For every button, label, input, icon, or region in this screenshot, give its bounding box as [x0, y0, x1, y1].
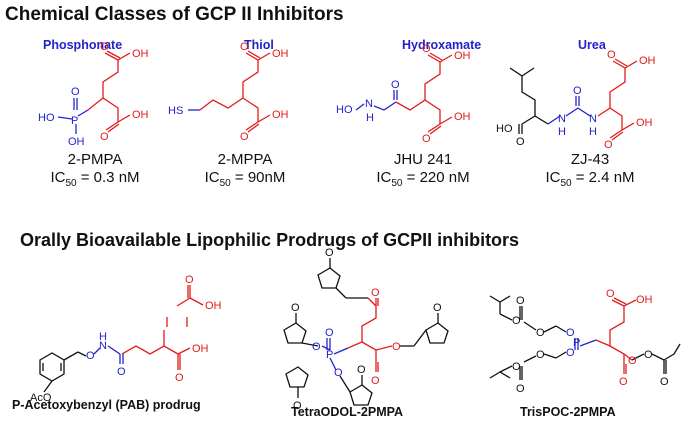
prodrug-label-tetraodol: TetraODOL-2PMPA: [291, 405, 404, 419]
compound-name-2mppa: 2-MPPA: [217, 151, 273, 168]
atom-n: N: [558, 113, 566, 125]
atom-oh: OH: [639, 55, 656, 67]
atom-o: O: [86, 350, 95, 362]
atom-o: O: [71, 86, 80, 98]
atom-n: N: [99, 340, 107, 352]
atom-o: O: [512, 315, 521, 327]
atom-h: H: [558, 126, 566, 138]
atom-oh: OH: [205, 300, 222, 312]
atom-hs: HS: [168, 105, 183, 117]
class-label-urea: Urea: [578, 38, 606, 52]
atom-o: O: [392, 341, 401, 353]
atom-o: O: [628, 355, 637, 367]
atom-o: O: [566, 327, 575, 339]
class-label-hydroxamate: Hydroxamate: [402, 38, 482, 52]
atom-oh: OH: [132, 48, 149, 60]
atom-o: O: [175, 372, 184, 384]
ic50-2mppa: IC50 = 90nM: [204, 169, 286, 189]
atom-o: O: [371, 375, 380, 387]
atom-o: O: [607, 49, 616, 61]
prodrug-label-pab: P-Acetoxybenzyl (PAB) prodrug: [12, 398, 201, 412]
atom-p: P: [71, 115, 78, 127]
prodrug-label-trispoc: TrisPOC-2PMPA: [520, 405, 616, 419]
compound-name-zj43: ZJ-43: [570, 151, 610, 168]
atom-n: N: [589, 113, 597, 125]
atom-o: O: [573, 85, 582, 97]
atom-oh: OH: [272, 48, 289, 60]
atom-h: H: [366, 112, 374, 124]
atom-o: O: [606, 288, 615, 300]
atom-p: P: [573, 337, 580, 349]
ic50-zj43: IC50 = 2.4 nM: [545, 169, 635, 189]
atom-h: H: [589, 126, 597, 138]
atom-oh: OH: [132, 109, 149, 121]
atom-o: O: [357, 364, 366, 376]
atom-o: O: [291, 302, 300, 314]
atom-ho: HO: [38, 112, 55, 124]
atom-o: O: [516, 136, 525, 148]
atom-o: O: [604, 139, 613, 151]
atom-oh: OH: [272, 109, 289, 121]
atom-o: O: [644, 349, 653, 361]
atom-o: O: [117, 366, 126, 378]
atom-o: O: [422, 133, 431, 145]
atom-oh: OH: [636, 117, 653, 129]
atom-o: O: [371, 287, 380, 299]
atom-o: O: [240, 131, 249, 143]
atom-o: O: [240, 41, 249, 53]
atom-o: O: [325, 327, 334, 339]
atom-o: O: [433, 302, 442, 314]
atom-o: O: [293, 400, 302, 412]
atom-o: O: [422, 43, 431, 55]
ic50-2pmpa: IC50 = 0.3 nM: [50, 169, 140, 189]
atom-o: O: [619, 376, 628, 388]
bottom-heading: Orally Bioavailable Lipophilic Prodrugs …: [20, 230, 520, 250]
atom-ho: HO: [336, 104, 353, 116]
atom-h: H: [99, 331, 107, 343]
atom-aco: AcO: [30, 392, 52, 404]
atom-o: O: [100, 131, 109, 143]
atom-oh: OH: [636, 294, 653, 306]
atom-oh: OH: [454, 111, 471, 123]
atom-o: O: [660, 376, 669, 388]
atom-o: O: [391, 79, 400, 91]
atom-oh: OH: [192, 343, 209, 355]
atom-o: O: [325, 247, 334, 259]
atom-n: N: [365, 98, 373, 110]
ic50-jhu241: IC50 = 220 nM: [376, 169, 470, 189]
atom-o: O: [312, 341, 321, 353]
atom-o: O: [334, 367, 343, 379]
atom-o: O: [100, 41, 109, 53]
atom-o: O: [536, 327, 545, 339]
atom-ho: HO: [496, 123, 513, 135]
class-label-thiol: Thiol: [244, 38, 274, 52]
atom-oh: OH: [454, 50, 471, 62]
class-label-phosphonate: Phosphonate: [43, 38, 123, 52]
atom-oh: OH: [68, 136, 85, 148]
atom-o: O: [185, 274, 194, 286]
atom-o: O: [512, 361, 521, 373]
atom-p: P: [326, 349, 333, 361]
top-heading: Chemical Classes of GCP II Inhibitors: [5, 4, 344, 25]
atom-o: O: [516, 383, 525, 395]
compound-name-jhu241: JHU 241: [393, 151, 453, 168]
atom-o: O: [516, 295, 525, 307]
atom-o: O: [536, 349, 545, 361]
compound-name-2pmpa: 2-PMPA: [67, 151, 123, 168]
atom-o: O: [566, 347, 575, 359]
